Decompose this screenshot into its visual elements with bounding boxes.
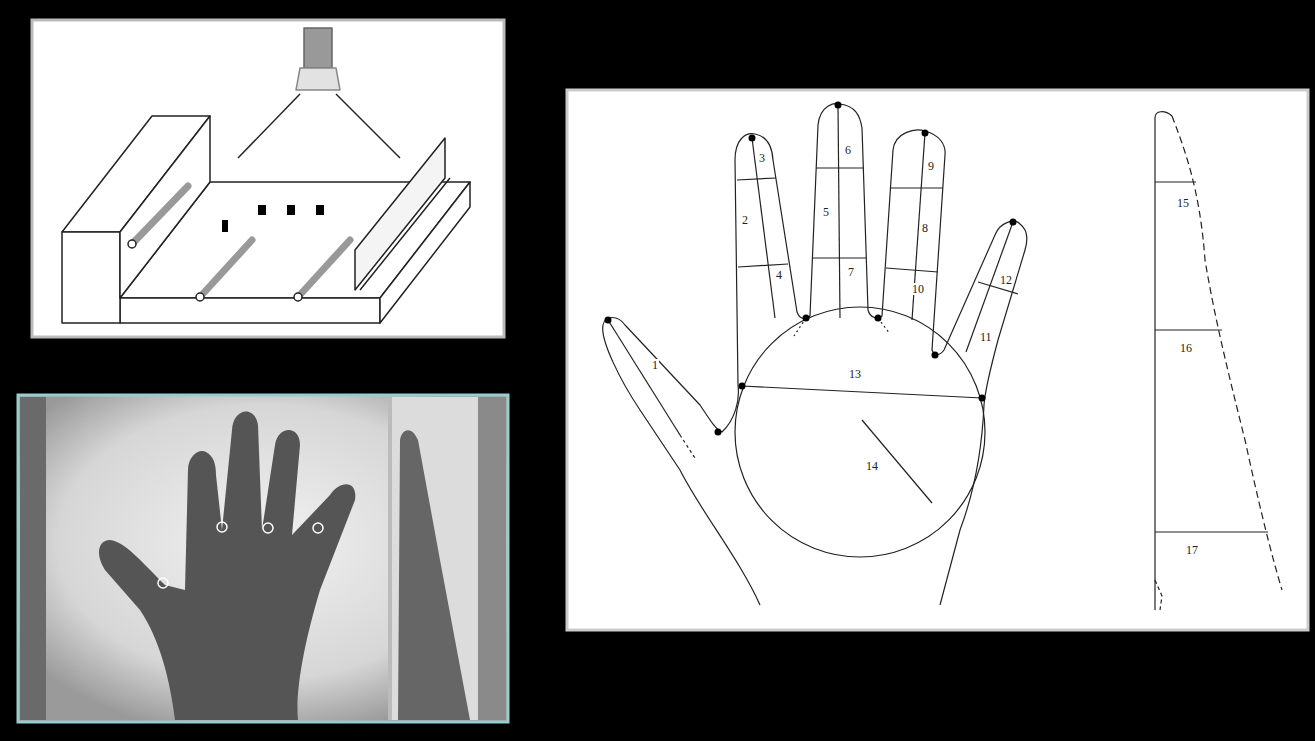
peg [200, 240, 252, 297]
landmark [1010, 219, 1017, 226]
finger-axis [966, 222, 1013, 352]
side-outline-dashed [1172, 116, 1282, 590]
landmark [739, 383, 746, 390]
thickness-bar [1155, 329, 1222, 330]
finger-axis [838, 105, 840, 318]
view-line [238, 94, 300, 158]
callout-number: 7 [847, 266, 855, 278]
thumb-axis [680, 435, 695, 458]
landmark [922, 130, 929, 137]
callout-number: 6 [844, 144, 852, 156]
callout-number: 15 [1176, 197, 1190, 209]
peg [132, 186, 188, 244]
callout-number: 2 [741, 214, 749, 226]
pin [222, 220, 228, 232]
callout-number: 17 [1185, 544, 1199, 556]
landmark [875, 315, 882, 322]
peg-end [196, 293, 204, 301]
device-panel [32, 20, 504, 337]
side-outline-dashed [1155, 580, 1162, 610]
photo-edge [20, 397, 46, 720]
side-silhouette [398, 430, 470, 720]
finger-axis [752, 138, 775, 318]
hand-outline-group [603, 103, 1027, 605]
mirror [355, 138, 445, 290]
peg-mark [217, 522, 227, 532]
pin [316, 205, 324, 215]
finger-bar [890, 187, 943, 188]
callout-number: 4 [775, 269, 783, 281]
peg-mark [263, 523, 273, 533]
device-sketch [62, 28, 470, 323]
callout-number: 1 [651, 359, 659, 371]
side-view [1155, 112, 1282, 610]
finger-bar [886, 268, 938, 272]
landmark [715, 429, 722, 436]
mirror-frame [388, 397, 392, 720]
hand-silhouette [99, 412, 355, 720]
landmark-dots [605, 102, 1017, 436]
block-front [62, 232, 120, 323]
block-wall [120, 116, 210, 298]
landmark [605, 317, 612, 324]
camera-body [304, 28, 332, 68]
peg-end [128, 240, 136, 248]
callout-number: 16 [1179, 342, 1193, 354]
finger-bar [813, 257, 866, 258]
landmark [749, 135, 756, 142]
callout-number: 12 [999, 274, 1013, 286]
pin [258, 205, 266, 215]
palm-width-line [742, 386, 982, 398]
mirror-view [392, 397, 478, 720]
landmark [803, 315, 810, 322]
peg [298, 240, 350, 297]
callout-number: 9 [927, 160, 935, 172]
thumb-axis [608, 320, 680, 435]
camera-lens [296, 68, 340, 90]
pin [287, 205, 295, 215]
measure-panel [567, 90, 1308, 630]
finger-bar [816, 167, 864, 168]
mirror-edge [360, 178, 450, 290]
peg-marks [158, 522, 323, 588]
photo-panel [18, 395, 508, 722]
peg-mark [158, 578, 168, 588]
callout-number: 5 [822, 206, 830, 218]
peg-mark [313, 523, 323, 533]
thickness-bar [1155, 531, 1268, 532]
landmark [835, 102, 842, 109]
hand-outline [603, 103, 1027, 605]
callout-number: 8 [921, 222, 929, 234]
view-line [336, 94, 400, 158]
landmark [932, 352, 939, 359]
side-outline [1155, 112, 1172, 610]
palm-circle [735, 307, 985, 557]
finger-bar [738, 264, 788, 267]
landmark [979, 395, 986, 402]
thickness-bar [1155, 181, 1196, 182]
callout-number: 14 [865, 460, 879, 472]
callout-number: 11 [979, 331, 993, 343]
base-front [120, 298, 380, 323]
callout-number: 10 [911, 283, 925, 295]
callout-number: 3 [758, 152, 766, 164]
peg-end [294, 293, 302, 301]
finger-bar [737, 178, 776, 180]
callout-number: 13 [848, 368, 862, 380]
radius-line [862, 420, 932, 503]
photo-edge [478, 397, 506, 720]
